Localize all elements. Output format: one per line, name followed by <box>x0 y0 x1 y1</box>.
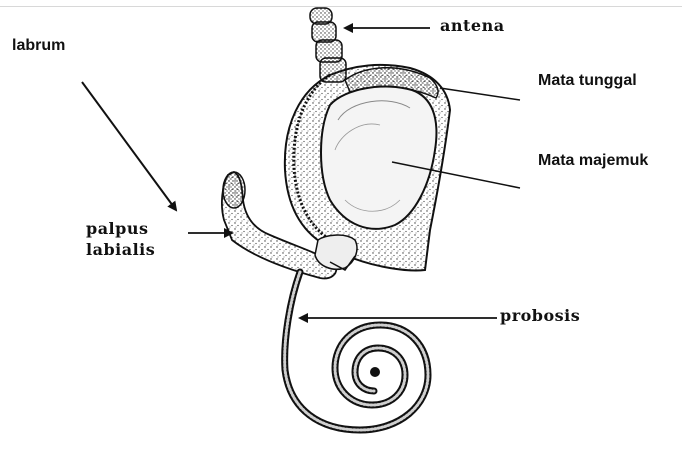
label-labrum: labrum <box>12 37 65 55</box>
label-labialis: labialis <box>86 240 155 259</box>
label-mata-majemuk: Mata majemuk <box>538 152 648 170</box>
label-antena: antena <box>440 16 505 35</box>
labrum-pointer <box>82 82 176 210</box>
mata-tunggal-pointer <box>440 88 520 100</box>
proboscis <box>285 272 428 430</box>
label-mata-tunggal: Mata tunggal <box>538 72 637 90</box>
mouth-base <box>315 235 357 270</box>
label-probosis: probosis <box>500 306 580 325</box>
label-palpus: palpus <box>86 219 148 238</box>
